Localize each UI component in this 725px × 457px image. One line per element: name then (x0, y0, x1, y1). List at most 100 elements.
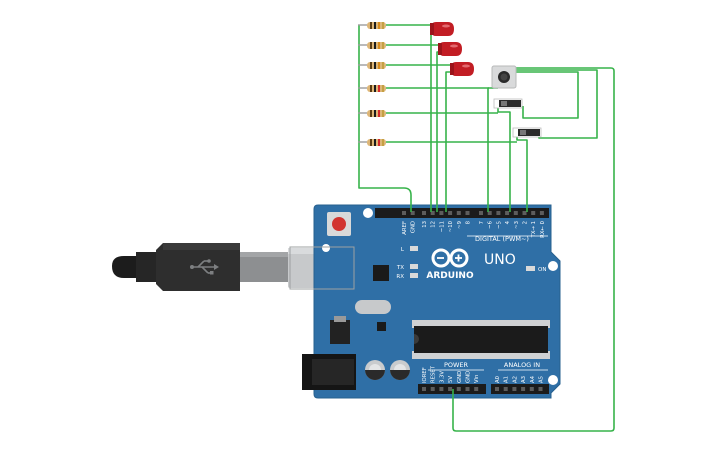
resistor[interactable] (358, 62, 453, 69)
digital-pin-hole[interactable] (539, 211, 544, 215)
digital-pin-label: 2 (523, 221, 529, 224)
analog-pin-hole[interactable] (521, 387, 526, 391)
digital-pin-hole[interactable] (487, 211, 492, 215)
wire-pin13-led1[interactable] (430, 32, 437, 212)
slide-switch-1[interactable] (493, 98, 523, 109)
power-pin-holes (422, 387, 479, 391)
digital-pin-hole[interactable] (448, 211, 453, 215)
led-rx-label: RX (396, 274, 404, 280)
analog-pin-hole[interactable] (503, 387, 508, 391)
wire-gnd-rail[interactable] (358, 25, 412, 212)
digital-pin-label: 4 (505, 220, 511, 224)
power-pin-hole[interactable] (430, 387, 435, 391)
digital-label: DIGITAL (PWM~) (475, 235, 529, 243)
power-pin-label: RESET (431, 365, 437, 383)
digital-pin-hole[interactable] (505, 211, 510, 215)
analog-pin-hole[interactable] (529, 387, 534, 391)
resistor[interactable] (358, 139, 517, 146)
analog-pin-hole[interactable] (512, 387, 517, 391)
analog-pin-hole[interactable] (538, 387, 543, 391)
digital-pin-hole[interactable] (531, 211, 536, 215)
mounting-hole (548, 375, 558, 385)
power-pin-hole[interactable] (465, 387, 470, 391)
digital-pin-hole[interactable] (522, 211, 527, 215)
power-pin-label: IOREF (422, 367, 428, 383)
digital-pin-label: 12 (431, 221, 437, 228)
digital-pin-hole[interactable] (456, 211, 461, 215)
digital-pin-label: 8 (466, 220, 472, 224)
power-pin-label: Vin (474, 375, 480, 383)
brand-label: ARDUINO (426, 271, 474, 281)
atmega-chip (412, 320, 550, 359)
on-led-label: ON (538, 267, 546, 273)
reset-button[interactable] (327, 212, 351, 236)
digital-pin-label: ~10 (448, 220, 454, 232)
wire-switch1-5v[interactable] (512, 71, 579, 119)
power-header (418, 384, 486, 394)
digital-pin-label: ~3 (514, 221, 520, 229)
pushbutton[interactable] (491, 65, 517, 89)
power-jack (302, 354, 356, 390)
digital-pin-hole[interactable] (402, 211, 406, 215)
power-pin-hole[interactable] (474, 387, 479, 391)
power-pin-label: GND (466, 371, 472, 383)
digital-pin-hole[interactable] (513, 211, 518, 215)
voltage-regulator (330, 316, 350, 344)
mounting-hole (363, 208, 373, 218)
power-pin-label: 3.3V (439, 371, 445, 383)
digital-pin-label: GND (411, 221, 417, 233)
digital-pin-holes (402, 211, 544, 215)
resistor[interactable] (358, 85, 489, 92)
digital-pin-hole[interactable] (422, 211, 426, 215)
capacitor (365, 360, 385, 380)
power-pin-hole[interactable] (448, 387, 453, 391)
resistor[interactable] (358, 110, 498, 117)
led-red-1[interactable] (430, 22, 454, 36)
digital-pin-label: ~5 (496, 221, 502, 229)
analog-pin-label: A4 (530, 375, 536, 383)
led-red-3[interactable] (450, 62, 474, 76)
analog-pin-holes (495, 387, 543, 391)
resistor-group (358, 22, 517, 146)
analog-pin-label: A5 (539, 376, 545, 383)
digital-pin-label: TX→ 1 (531, 221, 537, 238)
power-label: POWER (444, 361, 469, 369)
digital-pin-hole[interactable] (479, 211, 483, 215)
analog-pin-label: A1 (504, 376, 510, 383)
led-tx-label: TX (396, 265, 404, 271)
usb-port (289, 246, 355, 290)
analog-pin-label: A0 (495, 375, 501, 383)
wire-pin4-switch1[interactable] (497, 104, 511, 212)
digital-pin-hole[interactable] (465, 211, 470, 215)
usb-chip (373, 265, 389, 281)
power-pin-hole[interactable] (439, 387, 444, 391)
mounting-hole (548, 261, 558, 271)
analog-label: ANALOG IN (504, 361, 540, 369)
digital-pin-hole[interactable] (439, 211, 444, 215)
power-pin-hole[interactable] (456, 387, 461, 391)
digital-pin-hole[interactable] (496, 211, 501, 215)
resistor[interactable] (358, 22, 435, 29)
digital-pin-hole[interactable] (410, 211, 415, 215)
digital-pin-label: RX← 0 (540, 220, 546, 237)
digital-pin-label: AREF (402, 221, 408, 235)
wire-pin2-switch2[interactable] (516, 134, 528, 212)
digital-pin-hole[interactable] (430, 211, 435, 215)
digital-pin-label: 13 (422, 221, 428, 228)
power-pin-hole[interactable] (422, 387, 426, 391)
analog-pin-hole[interactable] (495, 387, 499, 391)
mounting-hole (322, 244, 330, 252)
resistor[interactable] (358, 42, 442, 49)
power-pin-label: GND (457, 371, 463, 383)
analog-pin-label: A3 (521, 376, 527, 383)
wire-5v-rail[interactable] (452, 67, 615, 432)
slide-switch-2[interactable] (512, 127, 542, 138)
led-red-2[interactable] (438, 42, 462, 56)
wire-pin12-led2[interactable] (436, 51, 444, 212)
small-chip (377, 322, 386, 331)
